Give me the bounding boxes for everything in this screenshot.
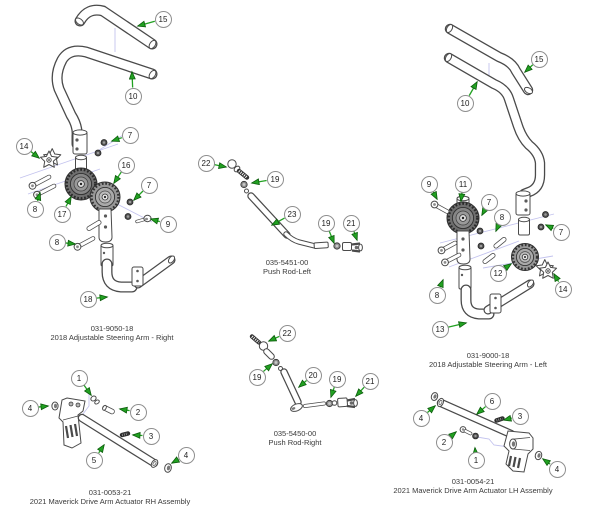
handlebar-tube-lower bbox=[51, 45, 158, 150]
jam-nut-19-upper bbox=[240, 180, 249, 194]
ball-stud-22 bbox=[227, 159, 250, 180]
end-cap-4-left bbox=[51, 401, 59, 411]
handlebar-tube-lower bbox=[443, 52, 546, 200]
mount-bracket bbox=[503, 430, 534, 473]
screw-2 bbox=[459, 426, 473, 436]
label-steering-arm-left: 031-9000-18 2018 Adjustable Steering Arm… bbox=[368, 351, 600, 369]
jam-nut-19-lower bbox=[333, 242, 341, 250]
part-name: Push Rod-Right bbox=[268, 438, 322, 447]
mount-bracket bbox=[58, 397, 86, 449]
clamp-post bbox=[515, 190, 531, 216]
set-screw-3 bbox=[119, 431, 131, 438]
steering-arm-gear-16 bbox=[89, 181, 121, 267]
clamp-post bbox=[72, 129, 88, 155]
jam-nut-19-lower bbox=[325, 399, 338, 408]
elbow-tube-18 bbox=[101, 255, 176, 293]
part-name: Push Rod-Left bbox=[263, 267, 311, 276]
clevis-end-21 bbox=[342, 242, 363, 253]
actuator-tube-6 bbox=[436, 397, 516, 439]
label-push-rod-left: 035-5451-00 Push Rod-Left bbox=[167, 258, 407, 276]
serrated-gear-12 bbox=[511, 243, 539, 271]
label-push-rod-right: 035-5450-00 Push Rod-Right bbox=[175, 429, 415, 447]
label-drive-arm-actuator-lh: 031-0054-21 2021 Maverick Drive Arm Actu… bbox=[353, 477, 593, 495]
part-number: 031-0053-21 bbox=[88, 488, 132, 497]
end-cap-4-left bbox=[430, 392, 439, 401]
screw-1 bbox=[90, 395, 100, 405]
jam-nut-19-upper bbox=[272, 358, 283, 371]
assembly-drive-arm-actuator-lh-drawing bbox=[430, 392, 543, 473]
part-name: 2018 Adjustable Steering Arm - Right bbox=[50, 333, 174, 342]
hex-nuts-7 bbox=[476, 211, 549, 250]
actuator-tube-5 bbox=[77, 413, 159, 468]
spacer-pins-8 bbox=[482, 237, 507, 264]
hex-nut-1 bbox=[472, 432, 479, 440]
spacer-cylinder bbox=[518, 216, 530, 236]
pivot-bolt-9 bbox=[430, 200, 450, 214]
part-number: 031-9050-18 bbox=[90, 324, 134, 333]
assembly-push-rod-left-drawing bbox=[227, 159, 363, 253]
star-knob-14 bbox=[39, 148, 62, 168]
cap-screws-8 bbox=[437, 240, 462, 267]
serrated-gear-17 bbox=[64, 167, 98, 201]
handlebar-tube-upper bbox=[74, 4, 158, 50]
push-rod-20 bbox=[280, 368, 326, 412]
elbow-tube-13 bbox=[460, 279, 535, 320]
handlebar-tube-upper bbox=[444, 23, 534, 96]
part-name: 2018 Adjustable Steering Arm - Left bbox=[429, 360, 547, 369]
steering-arm-gear-11 bbox=[446, 195, 480, 290]
spacer-2 bbox=[102, 404, 115, 415]
part-number: 031-0054-21 bbox=[451, 477, 495, 486]
cap-screws-8 bbox=[28, 174, 57, 199]
pivot-bolt-9 bbox=[135, 214, 152, 224]
hex-nuts-7 bbox=[94, 139, 134, 220]
clevis-end-21 bbox=[337, 397, 358, 409]
star-knob-14 bbox=[535, 259, 558, 279]
cap-screw-8-lower bbox=[73, 220, 102, 251]
assembly-drive-arm-actuator-rh-drawing bbox=[51, 394, 172, 473]
end-cap-4-right bbox=[164, 463, 172, 473]
part-name: 2021 Maverick Drive Arm Actuator RH Asse… bbox=[29, 497, 191, 506]
part-name: 2021 Maverick Drive Arm Actuator LH Asse… bbox=[393, 486, 553, 495]
assembly-steering-arm-right-drawing bbox=[19, 4, 176, 293]
label-steering-arm-right: 031-9050-18 2018 Adjustable Steering Arm… bbox=[0, 324, 232, 342]
end-cap-4-right bbox=[534, 450, 543, 461]
ball-stud-22 bbox=[249, 334, 275, 360]
assembly-push-rod-right-drawing bbox=[249, 334, 358, 412]
set-screw-3 bbox=[494, 416, 505, 423]
part-number: 031-9000-18 bbox=[466, 351, 510, 360]
part-number: 035-5451-00 bbox=[265, 258, 309, 267]
assembly-steering-arm-left-drawing bbox=[430, 23, 558, 320]
push-rod-23 bbox=[247, 192, 329, 250]
label-drive-arm-actuator-rh: 031-0053-21 2021 Maverick Drive Arm Actu… bbox=[0, 488, 230, 506]
part-number: 035-5450-00 bbox=[273, 429, 317, 438]
